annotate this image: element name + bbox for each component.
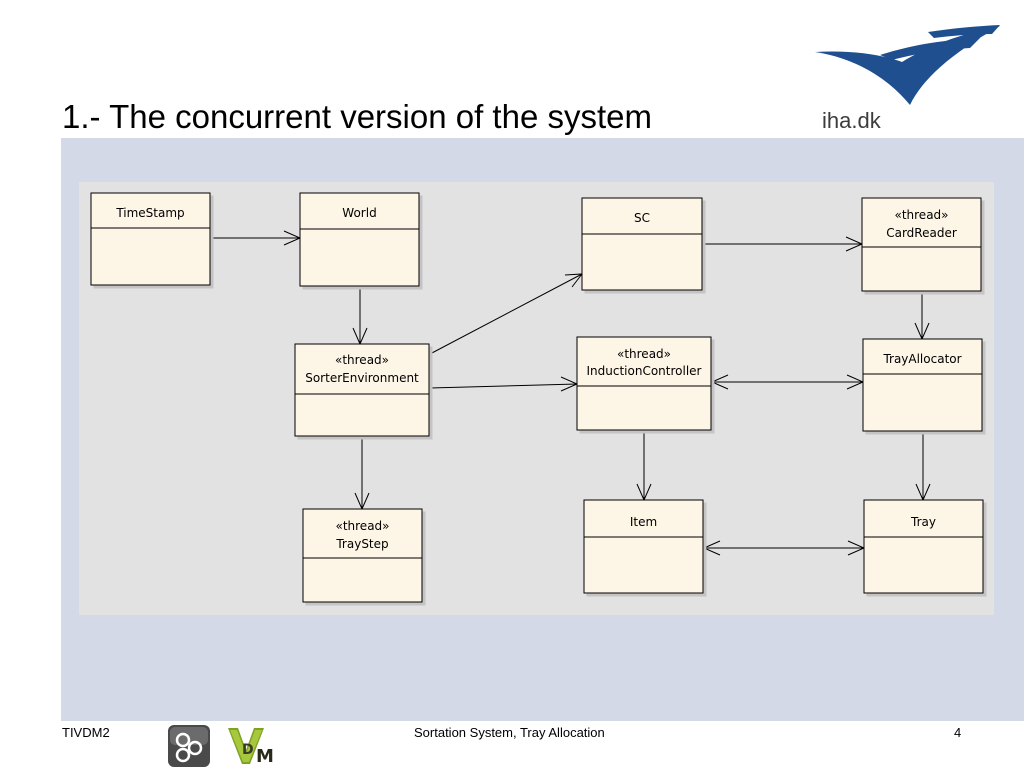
association-timestamp-world	[210, 230, 302, 246]
class-name: SC	[634, 211, 650, 225]
class-name: Item	[630, 515, 657, 529]
footer-title: Sortation System, Tray Allocation	[414, 725, 605, 740]
associations	[210, 230, 931, 556]
class-name: SorterEnvironment	[305, 371, 419, 385]
svg-text:M: M	[256, 746, 274, 767]
class-name: TimeStamp	[115, 206, 184, 220]
class-cardreader: «thread» CardReader	[861, 197, 982, 292]
association-item-tray	[702, 540, 866, 556]
class-stereotype: «thread»	[894, 208, 948, 222]
class-name: World	[342, 206, 376, 220]
association-sorterenvironment-inductioncontroller	[429, 376, 579, 392]
iha-logo-icon	[815, 25, 1000, 105]
class-timestamp: TimeStamp	[90, 192, 211, 286]
slide-title: 1.- The concurrent version of the system	[62, 98, 652, 135]
class-name: InductionController	[587, 364, 702, 378]
page-number: 4	[954, 725, 962, 740]
class-trayallocator: TrayAllocator	[862, 338, 983, 432]
svg-text:D: D	[242, 742, 254, 758]
class-item: Item	[583, 499, 704, 594]
class-tray: Tray	[863, 499, 984, 594]
association-inductioncontroller-trayallocator	[710, 374, 865, 390]
class-name: CardReader	[886, 226, 957, 240]
class-sc: SC	[581, 197, 703, 291]
class-stereotype: «thread»	[335, 353, 389, 367]
iha-logo-text: iha.dk	[822, 108, 881, 133]
class-sorterenvironment: «thread» SorterEnvironment	[294, 343, 430, 437]
footer-course: TIVDM2	[62, 725, 110, 740]
association-sorterenvironment-sc	[429, 273, 584, 355]
association-inductioncontroller-item	[636, 431, 652, 502]
diagram-canvas	[79, 182, 994, 615]
association-trayallocator-tray	[915, 432, 931, 502]
class-inductioncontroller: «thread» InductionController	[576, 336, 712, 431]
class-name: TrayAllocator	[882, 352, 961, 366]
association-cardreader-trayallocator	[914, 292, 930, 341]
association-sorterenvironment-traystep	[354, 437, 370, 511]
class-name: TrayStep	[335, 537, 388, 551]
class-stereotype: «thread»	[335, 519, 389, 533]
class-stereotype: «thread»	[617, 347, 671, 361]
class-traystep: «thread» TrayStep	[302, 508, 423, 603]
association-world-sorterenvironment	[352, 287, 368, 346]
vdm-logo-icon: M D	[228, 728, 274, 767]
overture-logo-icon	[168, 725, 210, 767]
class-world: World	[299, 192, 420, 287]
association-sc-cardreader	[702, 236, 864, 252]
class-name: Tray	[910, 515, 936, 529]
